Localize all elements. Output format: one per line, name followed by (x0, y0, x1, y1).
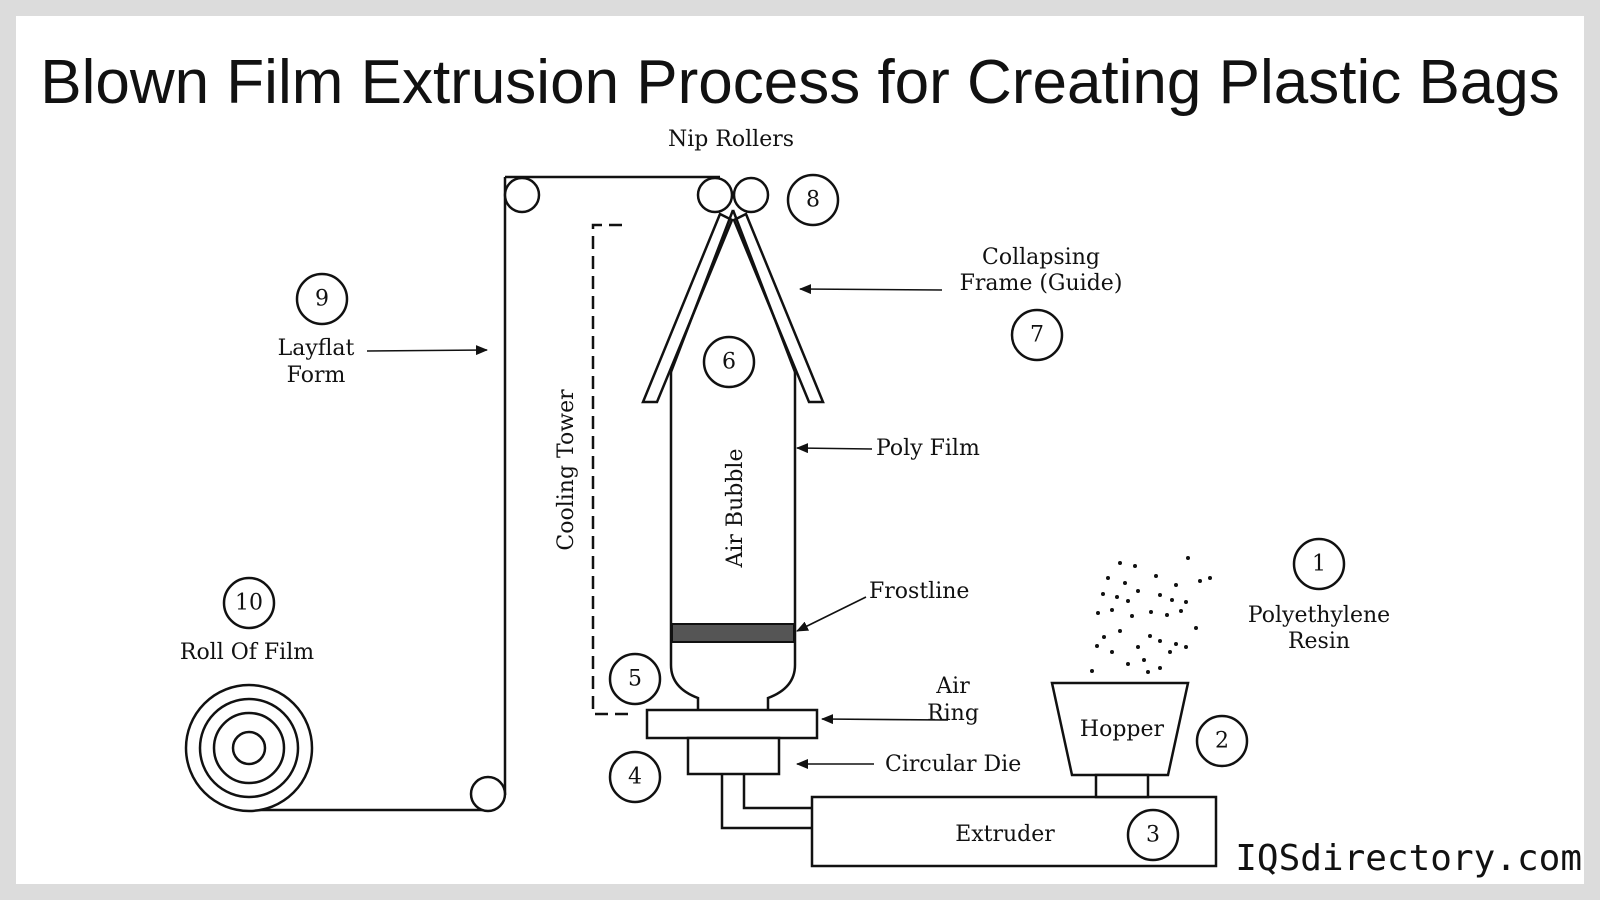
film-roll-ring-2 (212, 711, 286, 785)
resin-pellets (1090, 556, 1212, 674)
hopper-label: Hopper (1080, 717, 1165, 742)
film-cone (669, 209, 797, 373)
hopper-body (1050, 681, 1190, 777)
step-circle-2 (1195, 714, 1249, 768)
poly-film-arrow (796, 443, 873, 454)
hopper-neck (1094, 773, 1150, 799)
step-circle-7 (1010, 308, 1064, 362)
layflat-label-line2: Form (287, 363, 346, 388)
guide-roller-bottom (469, 775, 507, 813)
circular-die-label: Circular Die (885, 752, 1021, 777)
circular-die (686, 736, 781, 776)
collapsing-frame-right (732, 212, 825, 404)
step-circle-3 (1126, 808, 1180, 862)
collapsing-frame-arrow (799, 284, 943, 295)
air-ring-arrow (821, 714, 949, 725)
layflat-label-line1: Layflat (278, 336, 355, 361)
step-number-1: 1 (1312, 552, 1326, 577)
step-number-9: 9 (315, 287, 329, 312)
extruder-label: Extruder (955, 822, 1055, 847)
step-circle-10 (222, 576, 276, 630)
film-roll-outer (184, 683, 314, 813)
layflat-arrow (366, 345, 488, 356)
resin-label-line2: Resin (1288, 629, 1350, 654)
air-ring (645, 708, 819, 740)
collapsing-frame-left (641, 212, 734, 404)
brand-watermark: IQSdirectory.com (1235, 838, 1582, 879)
step-number-4: 4 (628, 765, 642, 790)
roll-of-film-label: Roll Of Film (180, 640, 314, 665)
frostline-label: Frostline (869, 579, 969, 604)
guide-roller-top (503, 176, 541, 214)
step-number-10: 10 (235, 591, 263, 616)
step-number-5: 5 (628, 667, 642, 692)
diagram-title: Blown Film Extrusion Process for Creatin… (40, 48, 1560, 117)
nip-roller-right (732, 176, 770, 214)
frostline-arrow (796, 596, 867, 632)
step-circle-4 (608, 750, 662, 804)
die-feed-pipe (720, 774, 812, 830)
cooling-tower-bracket (591, 223, 632, 716)
step-number-3: 3 (1146, 823, 1160, 848)
step-number-8: 8 (806, 188, 820, 213)
step-circle-6 (702, 335, 756, 389)
cooling-tower-label: Cooling Tower (554, 389, 579, 551)
film-roll-core (231, 730, 267, 766)
step-circle-8 (786, 173, 840, 227)
step-circle-5 (608, 652, 662, 706)
nip-roller-left (696, 176, 734, 214)
air-ring-label-line1: Air (935, 674, 970, 699)
step-number-2: 2 (1215, 729, 1229, 754)
poly-film-label: Poly Film (876, 436, 980, 461)
step-number-7: 7 (1030, 323, 1044, 348)
step-number-6: 6 (722, 350, 736, 375)
extruder-body (810, 795, 1218, 868)
step-circle-9 (295, 272, 349, 326)
nip-rollers-label: Nip Rollers (668, 127, 794, 152)
collapsing-frame-label-line2: Frame (Guide) (960, 271, 1123, 296)
collapsing-frame-label-line1: Collapsing (982, 245, 1100, 270)
frostline-band (671, 623, 795, 643)
resin-label-line1: Polyethylene (1248, 603, 1390, 628)
air-ring-label-line2: Ring (927, 701, 979, 726)
film-roll-ring-1 (198, 697, 300, 799)
step-circle-1 (1292, 537, 1346, 591)
air-bubble-label: Air Bubble (723, 449, 748, 569)
air-bubble (669, 372, 797, 710)
